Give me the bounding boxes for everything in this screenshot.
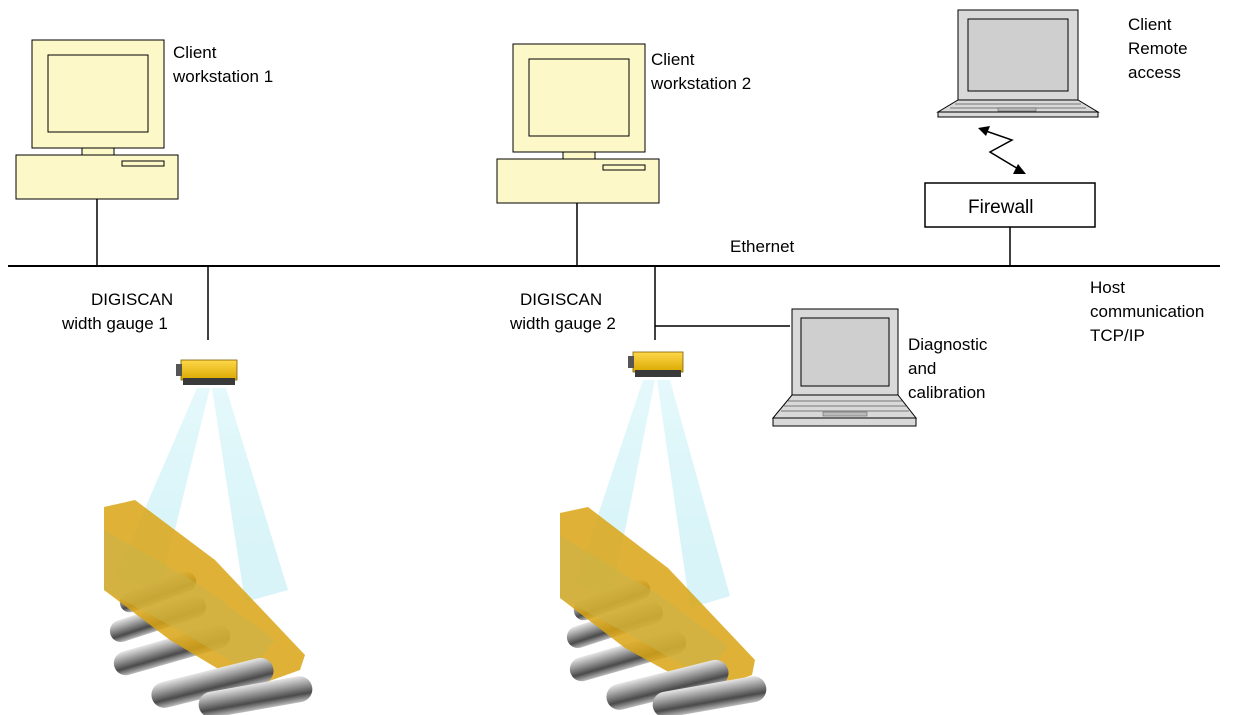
diagnostic-label: Diagnostic and calibration: [908, 335, 992, 402]
remote-access-label: Client Remote access: [1128, 15, 1192, 82]
gauge-2-label: DIGISCAN width gauge 2: [509, 290, 616, 333]
gauge-1-label: DIGISCAN width gauge 1: [61, 290, 178, 333]
workstation-2-icon: [496, 43, 660, 204]
host-communication-label: Host communication TCP/IP: [1090, 278, 1209, 345]
firewall-box: [924, 182, 1096, 228]
workstation-1-label: Client workstation 1: [172, 43, 273, 86]
roller: [606, 659, 729, 710]
strip-highlight: [104, 530, 275, 672]
workstation-2-label: Client workstation 2: [650, 50, 751, 93]
diagnostic-laptop-icon: [771, 308, 918, 427]
workstation-1-icon: [15, 39, 179, 200]
roller: [198, 676, 313, 715]
roller: [151, 657, 274, 708]
firewall-label: Firewall: [968, 197, 1033, 218]
conveyor-1: [104, 500, 313, 715]
roller: [652, 676, 767, 715]
ethernet-label: Ethernet: [730, 237, 795, 256]
strip-highlight: [560, 536, 728, 678]
conveyor-2: [560, 507, 767, 715]
remote-laptop-icon: [936, 9, 1100, 118]
gauge-1-icon: [176, 359, 238, 385]
wireless-link-icon: [978, 126, 1026, 174]
gauge-2-icon: [628, 351, 684, 377]
